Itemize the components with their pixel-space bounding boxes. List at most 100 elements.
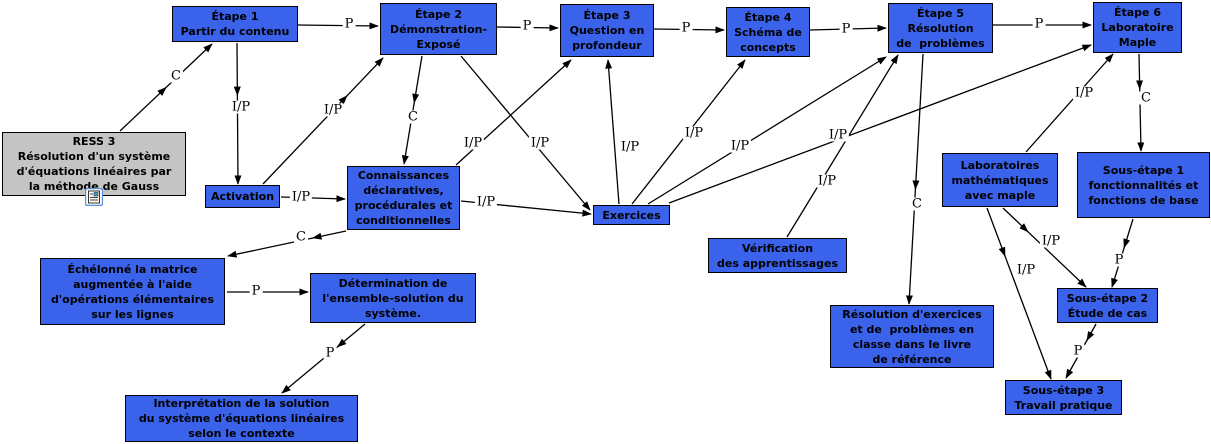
node-text-line: RESS 3: [72, 135, 116, 148]
link-verification-to-etape5[interactable]: [786, 54, 899, 238]
node-text-line: Étape 4: [744, 10, 792, 24]
node-text-line: Résolution d'exercices: [842, 307, 982, 321]
link-determination-to-interpretation[interactable]: [281, 323, 366, 394]
link-etape1-to-etape2[interactable]: [297, 22, 379, 30]
link-exercices-to-etape6[interactable]: [668, 44, 1092, 204]
node-text-line: et de problèmes en: [849, 322, 975, 336]
link-sous_etape1-to-sous_etape2[interactable]: [1111, 218, 1134, 288]
node-text-line: Échélonné la matrice: [67, 262, 198, 276]
link-label-c: C: [1139, 90, 1153, 106]
link-label-i-p: I/P: [289, 189, 313, 205]
node-text-line: Exposé: [416, 37, 461, 51]
node-text-line: Laboratoire: [1101, 21, 1174, 34]
node-text-line: Détermination de: [338, 276, 448, 290]
link-label-c: C: [294, 229, 308, 245]
node-text-line: Vérification: [741, 241, 814, 255]
link-label-i-p: I/P: [1039, 233, 1063, 249]
link-label-c: C: [406, 109, 420, 125]
node-text-line: Maple: [1118, 36, 1157, 49]
node-text-line: Activation: [210, 190, 275, 203]
node-text-line: fonctionnalités et: [1088, 178, 1199, 192]
link-laboratoires-to-sous_etape2[interactable]: [1002, 207, 1087, 288]
node-activation[interactable]: Activation: [205, 185, 280, 208]
node-text-line: classe dans le livre: [852, 337, 972, 351]
node-text-line: Laboratoires: [960, 158, 1040, 172]
link-exercices-to-etape5[interactable]: [647, 56, 887, 205]
node-text-line: Résolution: [907, 21, 974, 35]
node-exercices[interactable]: Exercices: [593, 205, 670, 225]
link-label-c: C: [169, 68, 183, 84]
node-text-line: Exercices: [602, 208, 661, 222]
node-text-line: d'opérations élémentaires: [50, 292, 215, 306]
node-text-line: conditionnelles: [356, 214, 451, 227]
mid-arrowhead: [312, 232, 323, 240]
node-text-line: Étape 6: [1113, 6, 1161, 19]
link-label-i-p: I/P: [528, 135, 552, 151]
link-etape1-to-activation[interactable]: [234, 42, 242, 185]
node-text-line: Travail pratique: [1014, 398, 1113, 412]
link-label-i-p: I/P: [1014, 262, 1038, 278]
link-connaissances-to-echelonne[interactable]: [227, 230, 347, 258]
node-text-line: Résolution d'un système: [17, 150, 171, 163]
node-text-line: profondeur: [572, 39, 642, 52]
mid-arrowhead: [1019, 223, 1029, 233]
node-text-line: Sous-étape 1: [1102, 163, 1185, 177]
link-exercices-to-etape3[interactable]: [605, 59, 620, 205]
link-label-p: P: [679, 20, 693, 36]
link-label-p: P: [1071, 343, 1085, 359]
link-label-i-p: I/P: [461, 135, 485, 151]
link-etape5-to-resolution_exercices[interactable]: [905, 53, 924, 305]
node-text-line: Partir du contenu: [180, 25, 290, 38]
node-text-line: d'équations linéaires par: [16, 165, 172, 178]
node-text-line: concepts: [740, 40, 796, 54]
link-label-i-p: I/P: [229, 99, 253, 115]
link-label-i-p: I/P: [728, 138, 752, 154]
node-text-line: déclaratives,: [363, 184, 444, 197]
link-label-i-p: I/P: [826, 127, 850, 143]
node-text-line: système.: [364, 306, 422, 320]
link-label-p: P: [249, 283, 263, 299]
link-etape2-to-connaissances[interactable]: [401, 55, 423, 165]
node-text-line: Étude de cas: [1067, 306, 1148, 320]
node-text-line: Étape 5: [916, 6, 964, 20]
node-text-line: augmentée à l'aide: [73, 277, 192, 291]
node-text-line: Schéma de: [734, 25, 802, 39]
link-laboratoires-to-etape6[interactable]: [1025, 53, 1114, 153]
node-text-line: des apprentissages: [716, 256, 839, 270]
node-text-line: Démonstration-: [389, 22, 488, 36]
link-etape2-to-exercices[interactable]: [460, 55, 591, 211]
node-text-line: Sous-étape 2: [1066, 291, 1149, 305]
link-label-i-p: I/P: [682, 125, 706, 141]
node-text-line: de référence: [872, 352, 952, 366]
node-text-line: fonctions de base: [1088, 193, 1199, 207]
node-text-line: Sous-étape 3: [1022, 383, 1105, 397]
mid-arrowhead: [338, 95, 348, 105]
link-activation-to-etape2[interactable]: [262, 57, 384, 185]
link-laboratoires-to-sous_etape3[interactable]: [986, 207, 1052, 380]
node-text-line: Étape 3: [583, 9, 631, 22]
mid-arrowhead: [157, 86, 167, 96]
node-ress3[interactable]: RESS 3 Résolution d'un système d'équations…: [2, 132, 186, 206]
node-text-line: de problèmes: [896, 36, 985, 50]
link-label-p: P: [520, 18, 534, 34]
link-label-i-p: I/P: [815, 173, 839, 189]
link-label-i-p: I/P: [618, 139, 642, 155]
link-label-i-p: I/P: [474, 194, 498, 210]
node-text-line: Interprétation de la solution: [153, 397, 330, 410]
